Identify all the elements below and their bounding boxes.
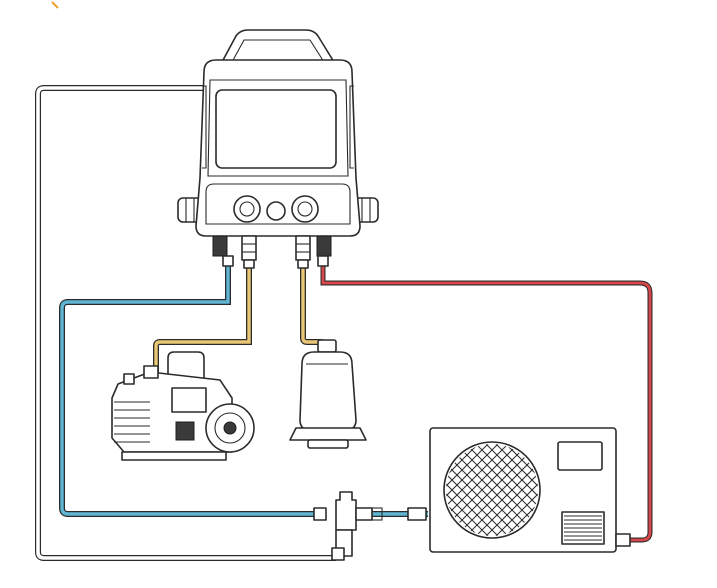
refrigerant-tank-icon — [289, 339, 367, 449]
grille-line — [481, 444, 538, 536]
grille-line — [481, 444, 538, 536]
corner-accent — [51, 1, 59, 9]
grille-line — [491, 444, 538, 536]
blue-hose — [59, 262, 428, 517]
digital-manifold-gauge-icon — [177, 29, 379, 269]
grille-line — [451, 444, 538, 536]
grille-line — [491, 444, 538, 536]
vacuum-pump-icon — [111, 351, 255, 461]
service-valve-icon — [313, 491, 427, 561]
ac-outdoor-unit-icon — [429, 427, 631, 553]
grille-line — [461, 444, 538, 536]
gray-hose — [35, 85, 336, 561]
vent-louvers — [564, 515, 602, 541]
red-hose — [320, 265, 653, 543]
grille-line — [471, 444, 538, 536]
